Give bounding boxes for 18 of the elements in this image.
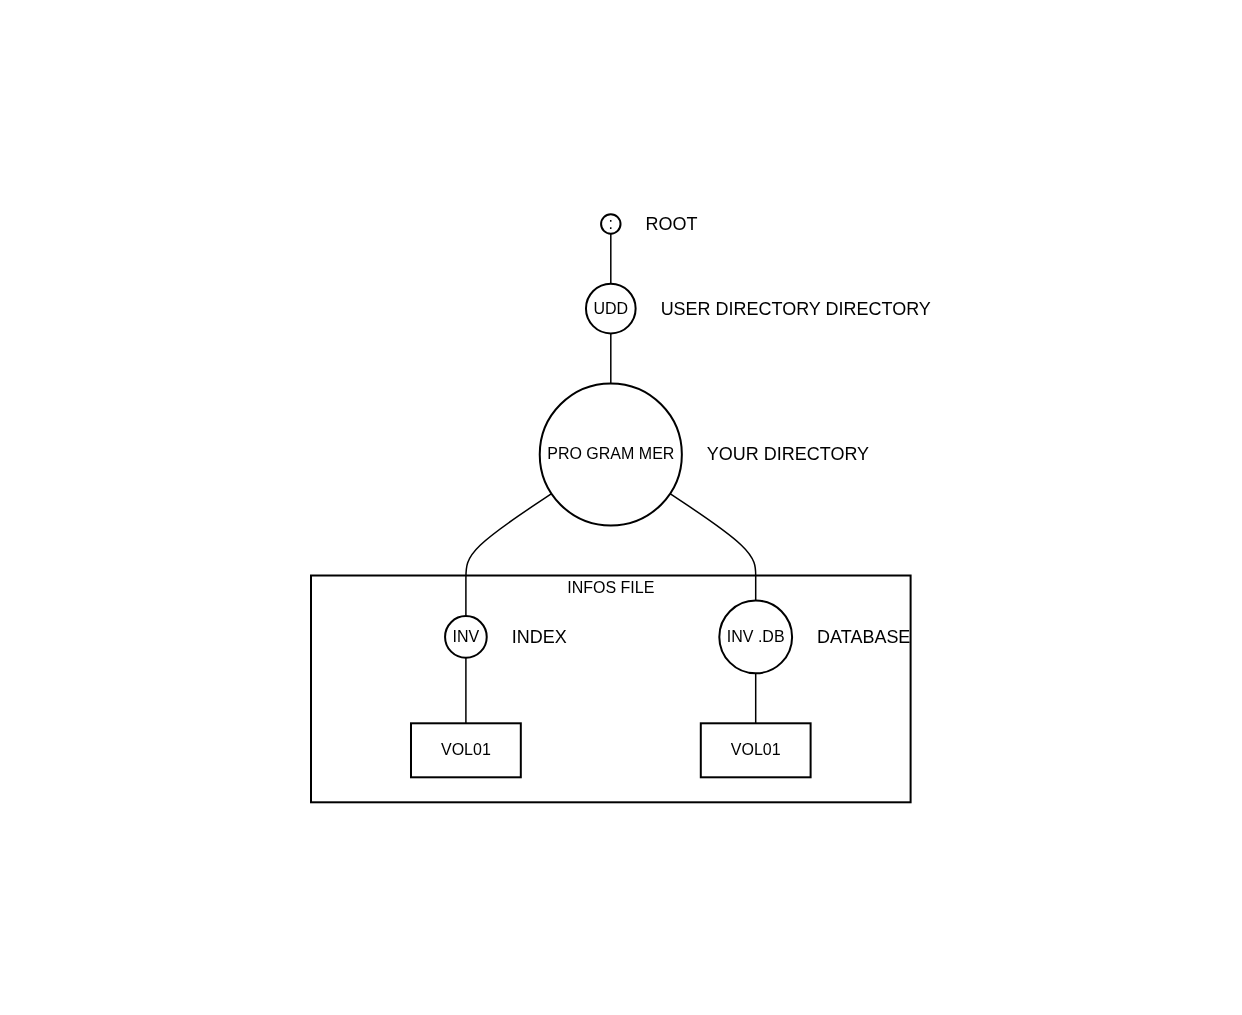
node-box: VOL01: [699, 722, 812, 779]
node-caption: ROOT: [645, 214, 698, 235]
node-box: VOL01: [410, 722, 522, 779]
node-circle: UDD: [585, 283, 637, 335]
connector: [610, 233, 612, 285]
node-caption: USER DIRECTORY DIRECTORY: [660, 298, 931, 319]
node-caption: DATABASE: [817, 627, 911, 648]
node-circle: INV: [444, 615, 488, 660]
connector: [755, 672, 757, 725]
node-circle: :: [600, 213, 622, 236]
node-caption: YOUR DIRECTORY: [706, 444, 870, 465]
node-circle: INV .DB: [718, 599, 794, 675]
node-caption: INDEX: [511, 627, 567, 648]
node-circle: PRO GRAM MER: [538, 382, 683, 527]
connector: [465, 657, 467, 725]
connector: [610, 333, 612, 385]
connector: [669, 493, 757, 602]
connector: [465, 493, 553, 618]
